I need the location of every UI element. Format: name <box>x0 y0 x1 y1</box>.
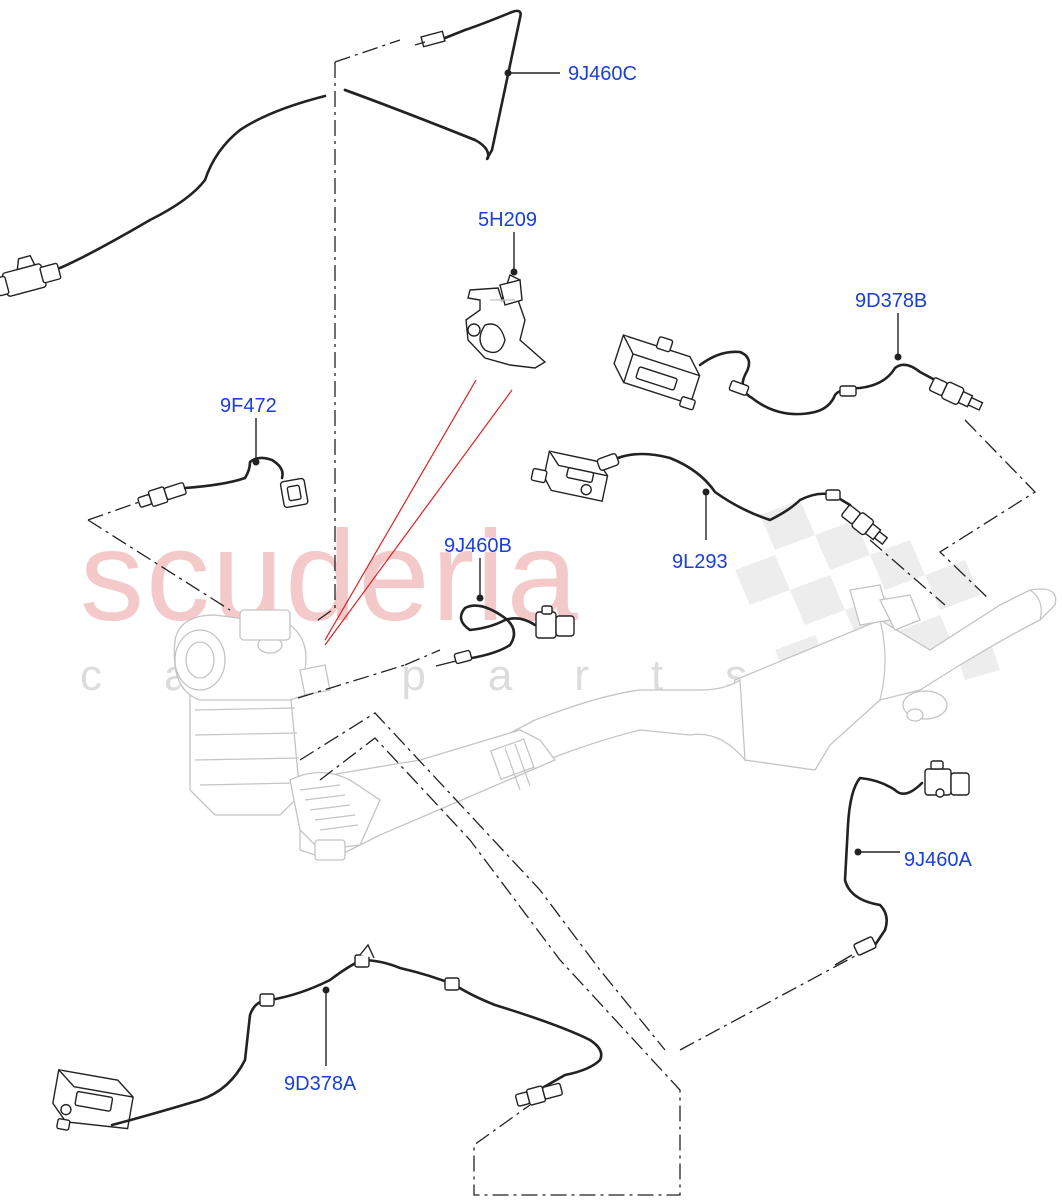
part-9F472[interactable] <box>137 456 309 510</box>
callout-5H209: 5H209 <box>478 209 537 231</box>
highlight-lines <box>324 379 513 646</box>
callout-9J460B: 9J460B <box>444 535 512 557</box>
part-9J460C[interactable] <box>0 9 522 299</box>
callout-9D378A: 9D378A <box>284 1073 357 1095</box>
callout-9D378B: 9D378B <box>855 290 927 312</box>
part-5H209[interactable] <box>465 274 547 369</box>
callout-leaders <box>252 69 902 1066</box>
watermark-brand: scuderia <box>80 505 580 648</box>
callout-9J460A: 9J460A <box>904 849 972 871</box>
rear-muffler <box>719 588 1057 771</box>
reference-lines <box>87 39 1037 1196</box>
callout-9F472: 9F472 <box>220 395 277 417</box>
callout-labels: 9J460C 5H209 9D378B 9F472 9J460B 9L293 9… <box>220 63 972 1095</box>
part-9L293[interactable] <box>530 449 891 548</box>
part-9J460B[interactable] <box>435 604 575 667</box>
part-9D378A[interactable] <box>49 943 603 1140</box>
part-9D378B[interactable] <box>608 326 985 416</box>
part-9J460A[interactable] <box>834 760 970 966</box>
callout-9J460C: 9J460C <box>568 63 637 85</box>
callout-9L293: 9L293 <box>672 551 728 573</box>
